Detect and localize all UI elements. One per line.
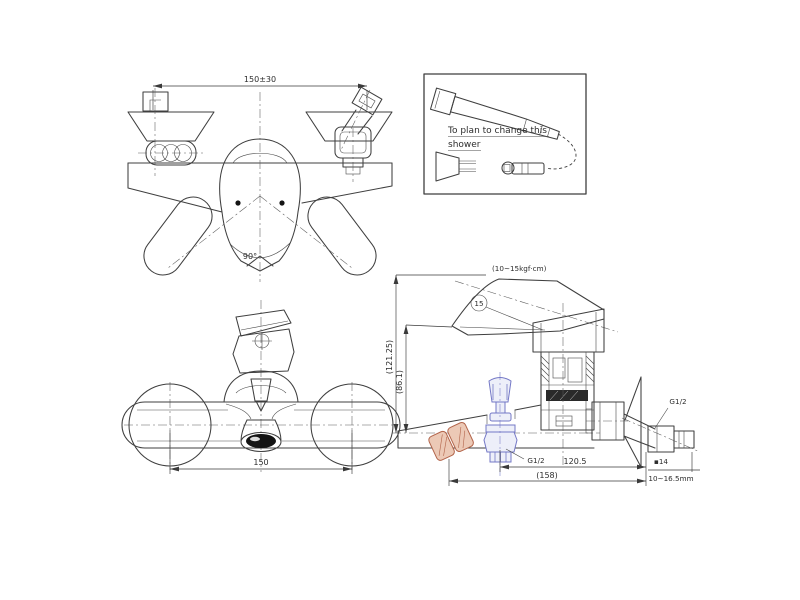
aerator bbox=[246, 434, 276, 448]
note-box-border bbox=[423, 73, 587, 195]
cartridge-section bbox=[546, 390, 588, 401]
balloon-ref-15: 15 bbox=[470, 294, 544, 331]
note-line-2: shower bbox=[448, 140, 481, 150]
balloon-ref-label: 15 bbox=[474, 299, 483, 308]
spout-tip-highlight bbox=[428, 422, 474, 461]
side-section-view: (10~15kgf·cm) 15 bbox=[385, 264, 701, 486]
shower-hose bbox=[545, 133, 577, 170]
dim-overall-height: (121.25) bbox=[385, 340, 394, 374]
dim-wall-to-diverter: 120.5 bbox=[564, 457, 587, 466]
front-view: 150 bbox=[121, 300, 401, 474]
front-lever-handle bbox=[223, 309, 299, 420]
wall-bracket-icon bbox=[435, 151, 476, 182]
height-dimensions: (121.25) (86.1) bbox=[385, 274, 486, 433]
front-diverter-knob bbox=[250, 378, 272, 412]
hand-shower-icon bbox=[429, 87, 577, 170]
spout-swing-angle: 90° bbox=[243, 252, 257, 261]
hose-connector-icon bbox=[501, 161, 545, 175]
depth-dimensions: G1/2 120.5 (158) bbox=[448, 448, 647, 486]
wall-union bbox=[585, 376, 701, 468]
front-spout bbox=[240, 419, 282, 453]
section-hatching bbox=[540, 355, 595, 383]
shower-outlet-thread-text: G1/2 bbox=[527, 456, 544, 465]
dim-overall-depth: (158) bbox=[536, 471, 558, 480]
side-body-section bbox=[540, 303, 595, 467]
wall-depth-range-text: 10~16.5mm bbox=[648, 474, 693, 483]
wrench-flat-text: ▪14 bbox=[654, 457, 668, 466]
inlet-thread-label: G1/2 bbox=[654, 397, 687, 429]
shower-note-box: To plan to change this shower bbox=[423, 73, 587, 195]
diverter-valve-highlight bbox=[483, 372, 518, 478]
top-view: 150±30 bbox=[127, 75, 393, 282]
wall-depth-note: ▪14 10~16.5mm bbox=[648, 452, 700, 483]
dim-center-distance-top: 150±30 bbox=[244, 75, 276, 84]
top-view-right-inlet bbox=[305, 86, 393, 182]
front-view-dimension: 150 bbox=[169, 430, 353, 474]
dim-center-distance-front: 150 bbox=[253, 458, 268, 467]
side-lever-handle bbox=[451, 278, 605, 353]
note-line-1: To plan to change this bbox=[447, 126, 547, 136]
torque-note: (10~15kgf·cm) bbox=[492, 264, 547, 273]
top-view-left-inlet bbox=[127, 88, 215, 176]
inlet-thread-text: G1/2 bbox=[669, 397, 686, 406]
dim-body-height: (86.1) bbox=[395, 370, 404, 394]
top-view-body: 90° bbox=[127, 92, 393, 282]
